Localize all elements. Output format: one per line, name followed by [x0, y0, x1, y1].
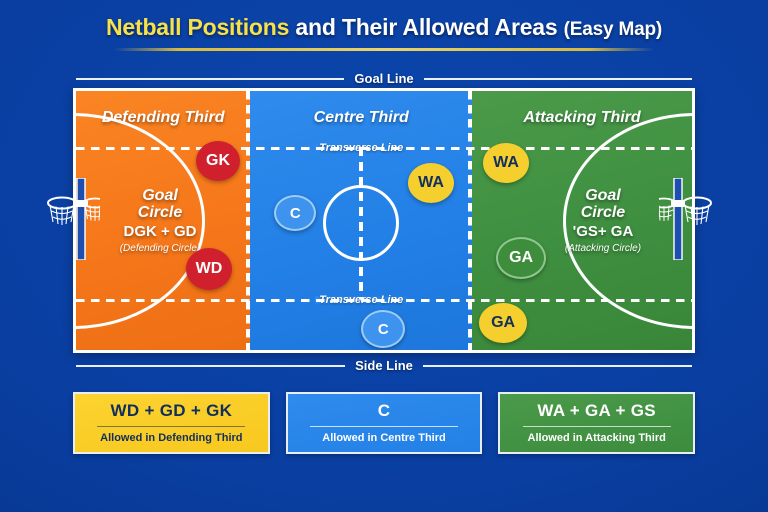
side-line-rule-left: [76, 364, 346, 367]
side-line-rule-right: [422, 364, 693, 367]
legend: WD + GD + GK Allowed in Defending Third …: [73, 392, 696, 454]
legend-divider-defending: [97, 426, 246, 427]
page-title-main: and Their Allowed Areas: [289, 14, 564, 40]
goal-circle-line1-defending: Goal: [142, 186, 178, 204]
goal-post-right: [652, 177, 715, 261]
third-title-centre: Centre Third: [313, 109, 409, 126]
goal-circle-codes-defending: DGK + GD: [123, 223, 197, 241]
page-header: Netball Positions and Their Allowed Area…: [0, 14, 768, 51]
player-badge-ga-attacking[interactable]: GA: [496, 237, 547, 279]
goal-post-right-icon: [652, 177, 712, 261]
court-third-centre[interactable]: Centre Third Transverse Line Transverse …: [250, 91, 473, 350]
legend-note-attacking: Allowed in Attacking Third: [527, 432, 666, 444]
third-divider-centre-attacking: [468, 91, 473, 350]
goal-circle-label-defending: Goal Circle DGK + GD (Defending Circle): [104, 187, 216, 255]
legend-item-attacking[interactable]: WA + GA + GS Allowed in Attacking Third: [498, 392, 696, 454]
goal-circle-label-attacking: Goal Circle 'GS+ GA (Attacking Circle): [544, 187, 662, 255]
side-line-caption: Side Line: [76, 358, 693, 373]
side-line-label: Side Line: [355, 358, 413, 373]
player-badge-wd[interactable]: WD: [186, 248, 232, 290]
transverse-line-bottom: [76, 299, 692, 302]
goal-line-rule-right: [423, 77, 693, 80]
third-title-attacking: Attacking Third: [523, 109, 641, 126]
goal-line-label: Goal Line: [354, 71, 414, 86]
page-title-highlight: Netball Positions: [106, 14, 290, 40]
player-badge-wa-attacking[interactable]: WA: [483, 143, 530, 183]
page-title-suffix: (Easy Map): [563, 19, 663, 40]
goal-circle-line2-attacking: Circle: [580, 204, 626, 222]
legend-item-centre[interactable]: C Allowed in Centre Third: [285, 392, 483, 454]
legend-divider-attacking: [522, 426, 671, 427]
legend-codes-centre: C: [377, 401, 391, 420]
player-badge-ga-lower[interactable]: GA: [479, 303, 528, 343]
third-divider-defending-centre: [246, 91, 251, 350]
player-badge-gk[interactable]: GK: [196, 141, 240, 181]
goal-post-left: [44, 177, 107, 261]
third-title-defending: Defending Third: [101, 109, 225, 126]
centre-circle: [323, 185, 400, 261]
legend-divider-centre: [309, 426, 459, 427]
legend-note-defending: Allowed in Defending Third: [100, 432, 243, 444]
goal-line-caption: Goal Line: [76, 71, 693, 86]
goal-circle-note-defending: (Defending Circle): [119, 243, 201, 255]
player-badge-c-lower[interactable]: C: [361, 310, 406, 348]
page-title: Netball Positions and Their Allowed Area…: [0, 14, 768, 41]
goal-circle-codes-attacking: 'GS+ GA: [572, 223, 634, 241]
legend-note-centre: Allowed in Centre Third: [322, 432, 446, 444]
legend-codes-attacking: WA + GA + GS: [537, 401, 656, 420]
transverse-line-top: [76, 147, 692, 150]
goal-circle-line1-attacking: Goal: [585, 186, 621, 204]
player-badge-c-upper[interactable]: C: [274, 195, 317, 231]
legend-codes-defending: WD + GD + GK: [110, 401, 233, 420]
legend-item-defending[interactable]: WD + GD + GK Allowed in Defending Third: [73, 392, 270, 454]
player-badge-wa-centre[interactable]: WA: [408, 163, 455, 203]
goal-circle-note-attacking: (Attacking Circle): [564, 243, 642, 255]
goal-circle-line2-defending: Circle: [137, 204, 183, 222]
court-third-attacking[interactable]: Attacking Third Goal Circle 'GS+ GA (Att…: [472, 91, 692, 350]
goal-post-left-icon: [47, 177, 107, 261]
court-third-defending[interactable]: Defending Third Goal Circle DGK + GD (De…: [76, 91, 251, 350]
netball-court: Defending Third Goal Circle DGK + GD (De…: [73, 88, 695, 353]
title-underline: [114, 48, 654, 51]
goal-line-rule-left: [76, 77, 345, 80]
